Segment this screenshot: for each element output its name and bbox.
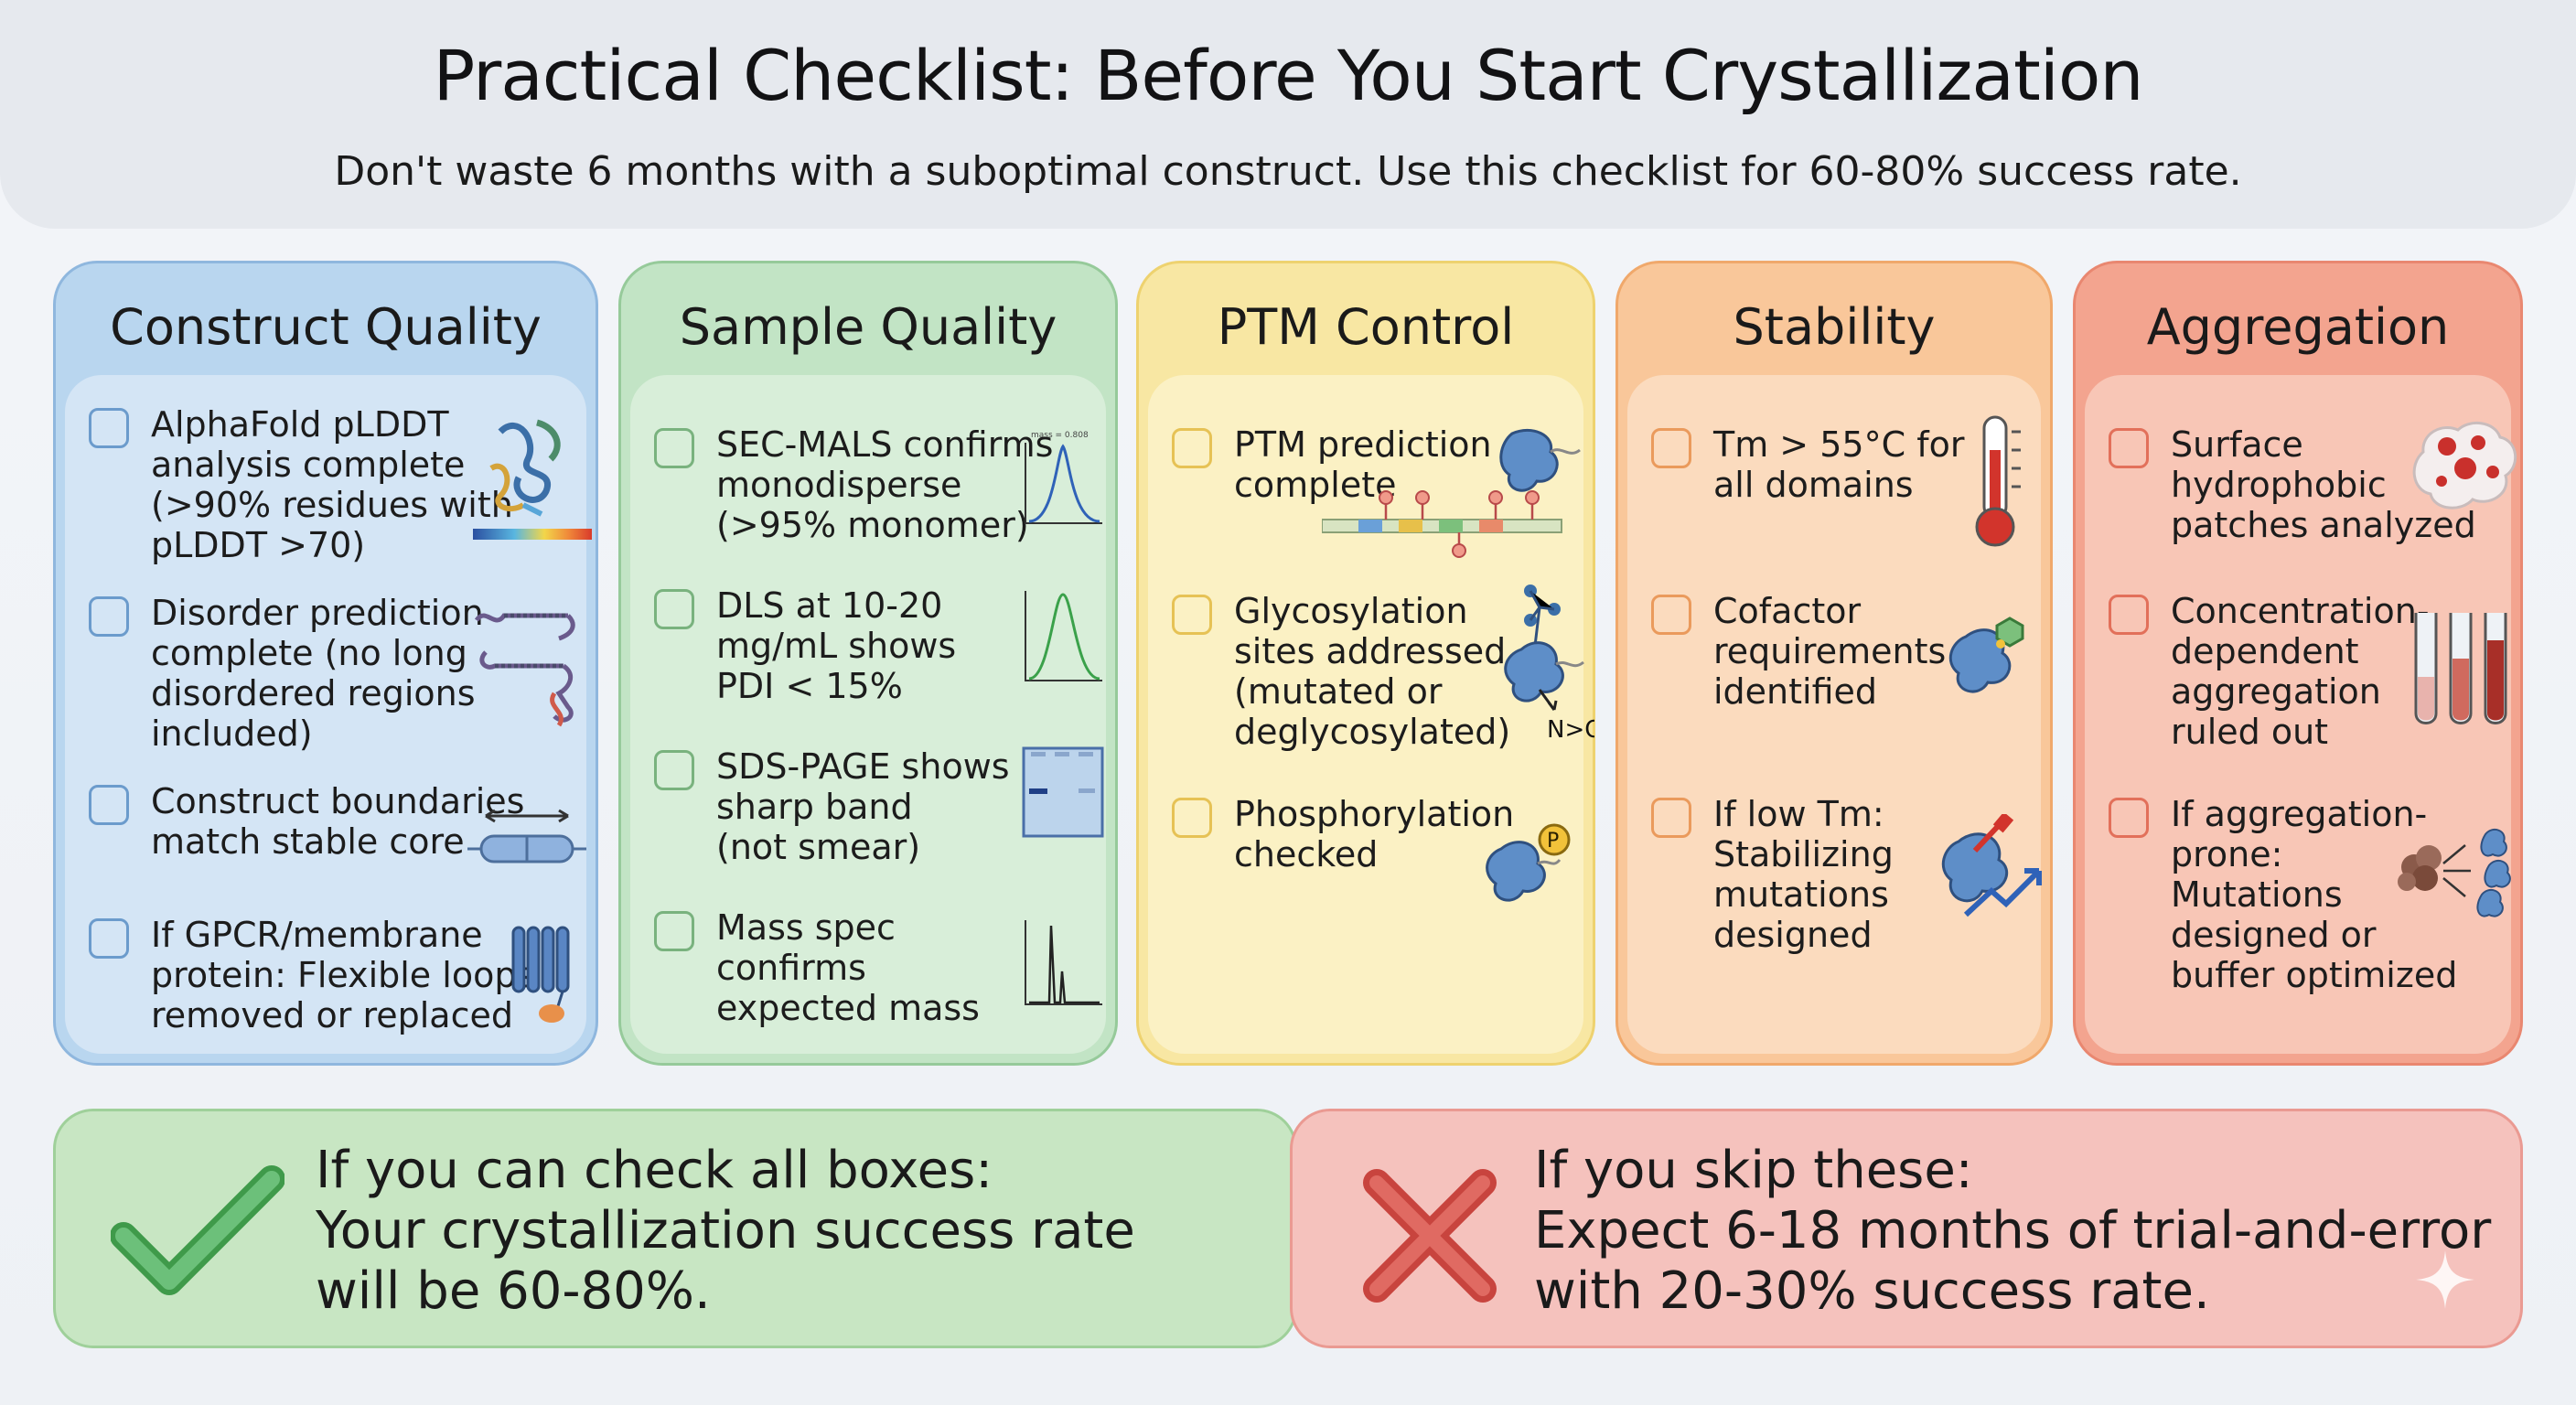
card-body: SEC-MALS confirms monodisperse (>95% mon… bbox=[630, 375, 1106, 1054]
ptm-sequence-icon bbox=[1322, 428, 1581, 558]
checkbox[interactable] bbox=[1651, 595, 1691, 635]
item-text: Cofactor requirements identified bbox=[1713, 591, 1947, 712]
hydrophobic-patch-icon bbox=[2412, 421, 2517, 509]
checkbox[interactable] bbox=[654, 750, 694, 790]
checklist-item: If GPCR/membrane protein: Flexible loops… bbox=[65, 915, 586, 1043]
item-text: Construct boundaries match stable core bbox=[151, 781, 525, 862]
cross-icon bbox=[1363, 1169, 1497, 1303]
card-title: PTM Control bbox=[1217, 298, 1515, 356]
mini-label: mass = 0.808 bbox=[1031, 431, 1089, 440]
card-body: AlphaFold pLDDT analysis complete (>90% … bbox=[65, 375, 592, 1054]
item-text: DLS at 10-20 mg/mL shows PDI < 15% bbox=[716, 585, 957, 706]
checkbox[interactable] bbox=[2109, 595, 2149, 635]
header-banner: Practical Checklist: Before You Start Cr… bbox=[0, 0, 2576, 229]
checklist-item: DLS at 10-20 mg/mL shows PDI < 15% bbox=[630, 585, 1106, 723]
card-body: Surface hydrophobic patches analyzed Con… bbox=[2085, 375, 2517, 1054]
item-text: If low Tm: Stabilizing mutations designe… bbox=[1713, 794, 1894, 955]
item-text: Disorder prediction complete (no long di… bbox=[151, 593, 484, 754]
checkbox[interactable] bbox=[654, 911, 694, 951]
success-text: If you can check all boxes: Your crystal… bbox=[316, 1141, 1135, 1321]
checkbox[interactable] bbox=[1651, 798, 1691, 838]
item-text: AlphaFold pLDDT analysis complete (>90% … bbox=[151, 404, 513, 565]
failure-text: If you skip these: Expect 6-18 months of… bbox=[1534, 1141, 2492, 1321]
glycan-icon: N>Q bbox=[1504, 585, 1594, 744]
card-aggregation: Aggregation Surface hydrophobic patches … bbox=[2073, 261, 2523, 1066]
checklist-item: Construct boundaries match stable core bbox=[65, 781, 586, 891]
checklist-item: Surface hydrophobic patches analyzed bbox=[2085, 421, 2517, 580]
protein-structure-icon bbox=[473, 419, 592, 540]
test-tubes-icon bbox=[2414, 613, 2507, 724]
item-text: Surface hydrophobic patches analyzed bbox=[2171, 424, 2476, 545]
sparkle-icon bbox=[2416, 1250, 2474, 1309]
checkbox[interactable] bbox=[654, 428, 694, 468]
item-text: Phosphorylation checked bbox=[1234, 794, 1515, 874]
card-ptm-control: PTM Control PTM prediction complete bbox=[1136, 261, 1595, 1066]
checkbox[interactable] bbox=[89, 408, 129, 448]
checkbox[interactable] bbox=[2109, 798, 2149, 838]
thermometer-icon bbox=[1975, 415, 2021, 547]
failure-banner: If you skip these: Expect 6-18 months of… bbox=[1290, 1109, 2523, 1348]
checkbox[interactable] bbox=[89, 918, 129, 959]
item-text: Glycosylation sites addressed (mutated o… bbox=[1234, 591, 1511, 752]
checkbox[interactable] bbox=[1651, 428, 1691, 468]
checkbox[interactable] bbox=[89, 596, 129, 637]
checklist-item: Mass spec confirms expected mass bbox=[630, 907, 1106, 1045]
card-title: Construct Quality bbox=[110, 298, 542, 356]
mini-label: N>Q bbox=[1547, 716, 1594, 744]
checklist-item: Glycosylation sites addressed (mutated o… bbox=[1148, 585, 1594, 774]
mini-label: P bbox=[1547, 830, 1559, 853]
item-text: SEC-MALS confirms monodisperse (>95% mon… bbox=[716, 424, 1054, 545]
item-text: PTM prediction complete bbox=[1234, 424, 1492, 505]
check-icon bbox=[111, 1165, 284, 1295]
item-text: Concentration- dependent aggregation rul… bbox=[2171, 591, 2430, 752]
checkbox[interactable] bbox=[654, 589, 694, 629]
mass-spectrum-icon bbox=[1025, 920, 1102, 1005]
checkbox[interactable] bbox=[1172, 428, 1212, 468]
checklist-item: Cofactor requirements identified bbox=[1627, 591, 2041, 774]
construct-boundaries-icon bbox=[467, 809, 586, 863]
phospho-icon: P bbox=[1486, 823, 1571, 902]
card-construct-quality: Construct Quality AlphaFold pLDDT analys… bbox=[53, 261, 598, 1066]
card-title: Stability bbox=[1733, 298, 1936, 356]
checklist-item: PTM prediction complete bbox=[1148, 424, 1583, 580]
checkbox[interactable] bbox=[89, 785, 129, 825]
checkbox[interactable] bbox=[1172, 595, 1212, 635]
disordered-chain-icon bbox=[474, 613, 575, 727]
checklist-item: If low Tm: Stabilizing mutations designe… bbox=[1627, 794, 2042, 977]
checklist-item: Concentration- dependent aggregation rul… bbox=[2085, 591, 2511, 774]
checklist-item: Disorder prediction complete (no long di… bbox=[65, 593, 586, 757]
checklist-item: SDS-PAGE shows sharp band (not smear) bbox=[630, 746, 1106, 884]
item-text: SDS-PAGE shows sharp band (not smear) bbox=[716, 746, 1010, 867]
dls-peak-icon bbox=[1025, 591, 1102, 681]
card-body: Tm > 55°C for all domains Cofactor requi… bbox=[1627, 375, 2042, 1054]
checklist-item: If aggregation- prone: Mutations designe… bbox=[2085, 794, 2511, 995]
sec-mals-peak-icon: mass = 0.808 bbox=[1025, 431, 1102, 524]
item-text: Tm > 55°C for all domains bbox=[1713, 424, 1965, 505]
cofactor-icon bbox=[1948, 617, 2024, 693]
aggregate-icon bbox=[2398, 828, 2511, 917]
membrane-protein-icon bbox=[511, 926, 570, 1023]
card-sample-quality: Sample Quality SEC-MALS confirms monodis… bbox=[618, 261, 1118, 1066]
checkbox[interactable] bbox=[2109, 428, 2149, 468]
checklist-item: SEC-MALS confirms monodisperse (>95% mon… bbox=[630, 424, 1106, 562]
checklist-item: Phosphorylation checked P bbox=[1148, 794, 1583, 931]
gel-band-icon bbox=[1022, 746, 1104, 838]
item-text: Mass spec confirms expected mass bbox=[716, 907, 980, 1028]
checklist-item: AlphaFold pLDDT analysis complete (>90% … bbox=[65, 404, 592, 569]
checklist-item: Tm > 55°C for all domains bbox=[1627, 415, 2041, 580]
card-stability: Stability Tm > 55°C for all domains Cofa… bbox=[1615, 261, 2053, 1066]
stabilizing-mutation-icon bbox=[1941, 814, 2042, 917]
card-body: PTM prediction complete Glycosylation si… bbox=[1148, 375, 1594, 1054]
card-title: Sample Quality bbox=[679, 298, 1057, 356]
item-text: If GPCR/membrane protein: Flexible loops… bbox=[151, 915, 535, 1035]
page-title: Practical Checklist: Before You Start Cr… bbox=[433, 35, 2143, 116]
item-text: If aggregation- prone: Mutations designe… bbox=[2171, 794, 2458, 995]
success-banner: If you can check all boxes: Your crystal… bbox=[53, 1109, 1297, 1348]
page-subtitle: Don't waste 6 months with a suboptimal c… bbox=[334, 148, 2242, 195]
card-title: Aggregation bbox=[2146, 298, 2450, 356]
checkbox[interactable] bbox=[1172, 798, 1212, 838]
